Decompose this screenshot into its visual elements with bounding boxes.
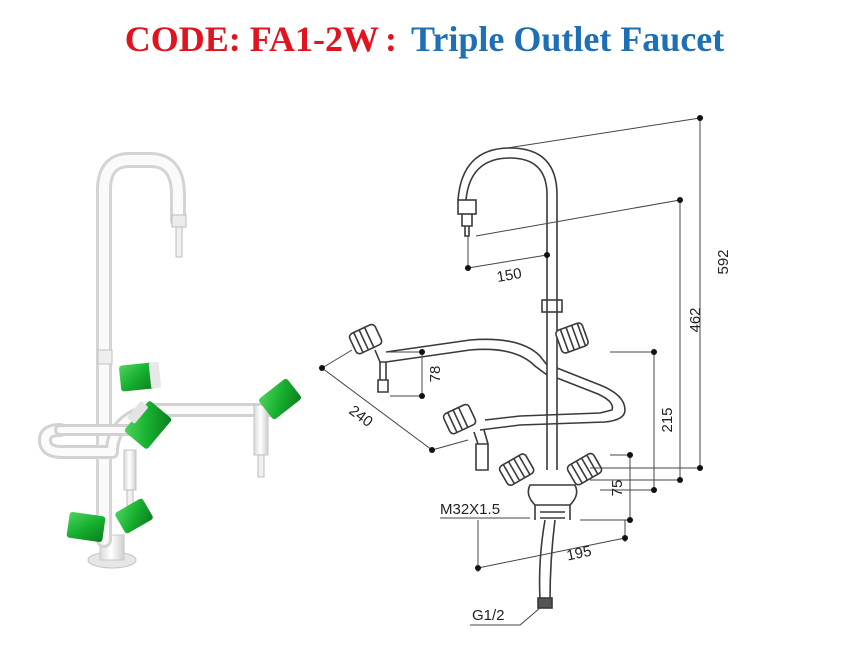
valve-knob-icon bbox=[119, 361, 162, 392]
dimension-240: 240 bbox=[346, 402, 376, 431]
dimension-75: 75 bbox=[609, 480, 626, 497]
dimension-195: 195 bbox=[565, 543, 593, 565]
thread-spec-label: M32X1.5 bbox=[440, 501, 500, 518]
faucet-photo bbox=[37, 152, 301, 569]
dimension-150: 150 bbox=[495, 265, 523, 286]
valve-knob-icon bbox=[115, 498, 153, 534]
valve-knob-icon bbox=[124, 401, 172, 449]
product-name: Triple Outlet Faucet bbox=[411, 19, 725, 59]
valve-knob-icon bbox=[259, 378, 301, 420]
valve-knob-icon bbox=[66, 512, 106, 542]
title-separator: : bbox=[385, 19, 398, 59]
technical-drawing bbox=[319, 115, 703, 626]
dimension-462: 462 bbox=[687, 307, 704, 332]
page-title: CODE: FA1-2W: Triple Outlet Faucet bbox=[0, 14, 849, 64]
dimension-78: 78 bbox=[427, 366, 444, 383]
product-code: CODE: FA1-2W bbox=[124, 19, 380, 59]
inlet-spec-label: G1/2 bbox=[472, 607, 505, 624]
dimension-215: 215 bbox=[659, 407, 676, 432]
dimension-592: 592 bbox=[715, 249, 732, 274]
